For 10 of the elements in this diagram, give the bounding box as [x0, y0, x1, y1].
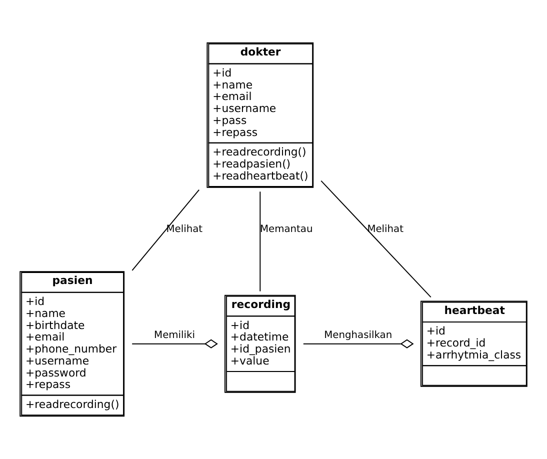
- connector: [260, 191, 261, 292]
- connector: [132, 189, 200, 271]
- edge-label: Menghasilkan: [324, 330, 392, 341]
- edge-label: Melihat: [367, 224, 404, 235]
- connector: [320, 180, 432, 298]
- edge-label: Melihat: [166, 224, 203, 235]
- edge-label: Memantau: [260, 224, 313, 235]
- edge-label: Memiliki: [154, 330, 195, 341]
- connector: [132, 339, 218, 348]
- connector: [302, 339, 414, 348]
